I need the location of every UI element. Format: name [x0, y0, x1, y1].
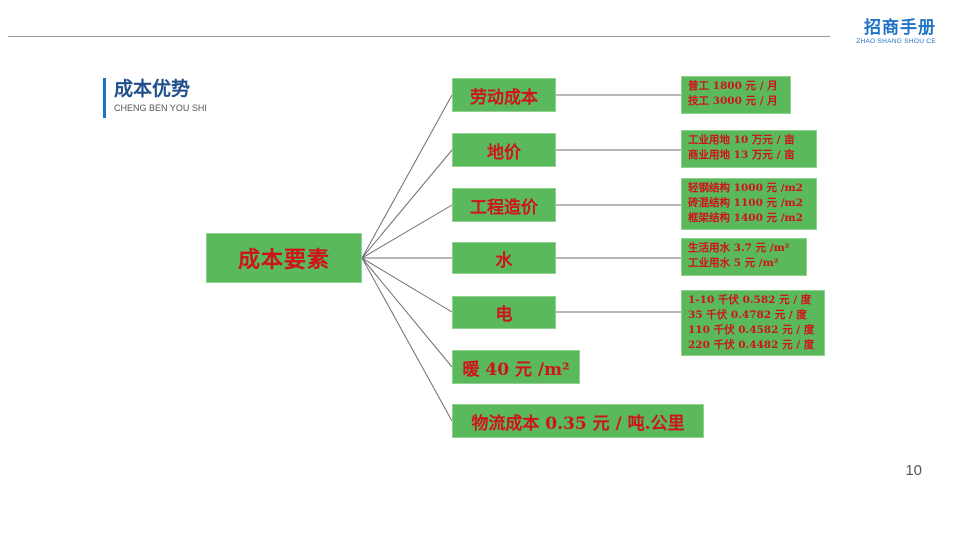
connector-root-logistics [361, 257, 453, 422]
detail-construction-cost: 轻钢结构 1000 元 /m2 砖混结构 1100 元 /m2 框架结构 140… [681, 178, 817, 230]
connector-root-labor [361, 94, 453, 259]
branch-electricity: 电 [452, 296, 556, 329]
root-node: 成本要素 [206, 233, 362, 283]
branch-land-price: 地价 [452, 133, 556, 167]
detail-line: 1-10 千伏 0.582 元 / 度 [688, 294, 812, 306]
detail-line: 110 千伏 0.4582 元 / 度 [688, 324, 815, 336]
detail-line: 35 千伏 0.4782 元 / 度 [688, 309, 807, 321]
detail-labor-cost: 普工 1800 元 / 月 技工 3000 元 / 月 [681, 76, 791, 114]
section-heading: 成本优势 CHENG BEN YOU SHI [103, 78, 207, 118]
page-number: 10 [905, 462, 922, 479]
detail-line: 框架结构 1400 元 /m2 [688, 212, 803, 224]
connector-root-land [361, 149, 453, 259]
connector-root-heating [361, 257, 453, 368]
brand-logo: 招商手册 ZHAO SHANG SHOU CE [856, 18, 936, 46]
brand-pinyin: ZHAO SHANG SHOU CE [856, 38, 936, 45]
branch-heating: 暖 40 元 /m² [452, 350, 580, 384]
section-title: 成本优势 [114, 78, 191, 100]
detail-line: 砖混结构 1100 元 /m2 [688, 197, 803, 209]
header-divider [8, 36, 830, 37]
detail-line: 工业用水 5 元 /m² [688, 257, 779, 269]
section-pinyin: CHENG BEN YOU SHI [114, 103, 207, 113]
detail-water: 生活用水 3.7 元 /m² 工业用水 5 元 /m² [681, 238, 807, 276]
detail-line: 商业用地 13 万元 / 亩 [688, 149, 795, 161]
detail-line: 轻钢结构 1000 元 /m2 [688, 182, 803, 194]
detail-line: 普工 1800 元 / 月 [688, 80, 778, 92]
branch-labor-cost: 劳动成本 [452, 78, 556, 112]
brand-name: 招商手册 [864, 18, 936, 38]
connector-root-power [361, 257, 453, 313]
detail-electricity: 1-10 千伏 0.582 元 / 度 35 千伏 0.4782 元 / 度 1… [681, 290, 825, 356]
detail-line: 生活用水 3.7 元 /m² [688, 242, 790, 254]
detail-line: 220 千伏 0.4482 元 / 度 [688, 339, 815, 351]
branch-logistics: 物流成本 0.35 元 / 吨.公里 [452, 404, 704, 438]
branch-construction-cost: 工程造价 [452, 188, 556, 222]
detail-land-price: 工业用地 10 万元 / 亩 商业用地 13 万元 / 亩 [681, 130, 817, 168]
detail-line: 工业用地 10 万元 / 亩 [688, 134, 795, 146]
branch-water: 水 [452, 242, 556, 274]
detail-line: 技工 3000 元 / 月 [688, 95, 778, 107]
connector-root-construction [361, 204, 453, 259]
